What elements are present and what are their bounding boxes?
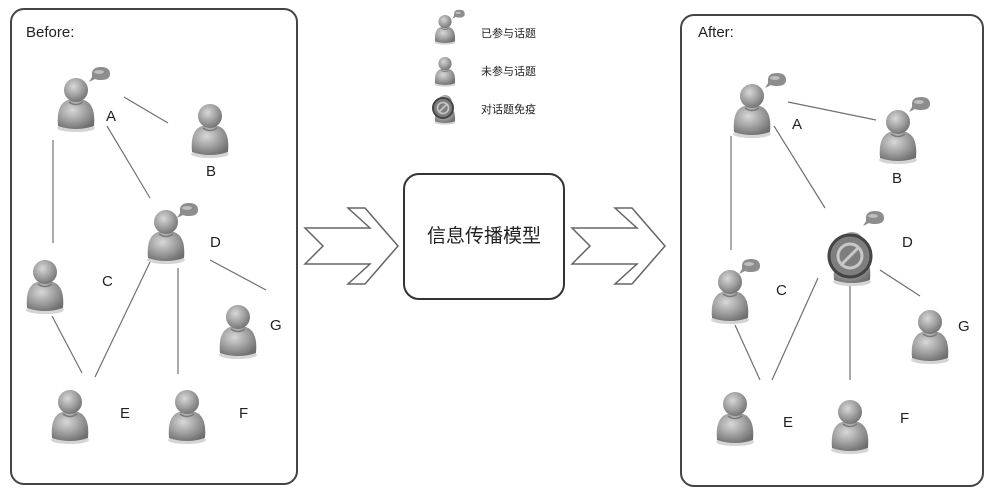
after-label-d: D [902, 234, 913, 251]
speech-bubble-icon [909, 97, 930, 112]
model-box-label: 信息传播模型 [426, 225, 541, 247]
after-node-d [827, 211, 884, 287]
after-node-g [910, 309, 950, 365]
after-node-b [878, 97, 930, 165]
model-box: 信息传播模型 [403, 173, 565, 300]
before-label-g: G [270, 317, 282, 334]
speech-bubble-icon [863, 211, 884, 226]
after-label-g: G [958, 318, 970, 335]
legend-icon-immune [432, 94, 456, 126]
person-icon [167, 389, 207, 445]
person-icon [910, 309, 950, 365]
arrow-left [303, 207, 399, 285]
after-node-f [830, 399, 870, 455]
before-label-e: E [120, 405, 131, 422]
edge-before-d-e [94, 261, 151, 378]
before-label-c: C [102, 273, 113, 290]
person-icon [190, 103, 230, 159]
person-icon [218, 304, 258, 360]
before-node-g [218, 304, 258, 360]
person-icon [50, 389, 90, 445]
person-icon [830, 399, 870, 455]
before-title: Before: [26, 24, 75, 41]
speech-bubble-icon [89, 67, 110, 82]
after-title: After: [698, 24, 734, 41]
after-label-a: A [792, 116, 803, 133]
before-label-a: A [106, 108, 117, 125]
after-label-e: E [783, 414, 794, 431]
after-label-b: B [892, 170, 903, 187]
after-node-c [710, 259, 760, 325]
person-icon [715, 391, 755, 447]
edge-before-a-d [106, 125, 151, 199]
person-icon [56, 77, 96, 133]
legend-text-immune: 对话题免疫 [481, 104, 536, 116]
speech-bubble-icon [739, 259, 760, 274]
before-node-f [167, 389, 207, 445]
edge-after-a-b [787, 101, 877, 121]
edge-after-c-e [734, 324, 761, 381]
person-icon [710, 269, 750, 325]
before-node-a [56, 67, 110, 133]
person-icon [146, 209, 186, 265]
before-node-b [190, 103, 230, 159]
arrow-right [570, 207, 666, 285]
after-node-a [732, 73, 786, 139]
immune-no-icon [827, 233, 873, 279]
after-edges [730, 101, 921, 381]
after-label-f: F [900, 410, 910, 427]
person-icon [732, 83, 772, 139]
before-label-b: B [206, 163, 217, 180]
after-label-c: C [776, 282, 787, 299]
edge-after-d-g [879, 269, 921, 297]
edge-before-d-g [209, 259, 267, 291]
speech-bubble-icon [765, 73, 786, 88]
edge-after-d-e [771, 277, 819, 381]
before-node-e [50, 389, 90, 445]
person-icon [878, 109, 918, 165]
after-node-e [715, 391, 755, 447]
edge-after-a-d [773, 125, 826, 209]
person-icon [25, 259, 65, 315]
before-edges [51, 96, 267, 378]
before-label-f: F [239, 405, 249, 422]
legend-text-not-participated: 未参与话题 [481, 66, 536, 78]
legend-icon-not-participated [434, 56, 456, 88]
before-node-c [25, 259, 65, 315]
legend-text-participated: 已参与话题 [481, 28, 536, 40]
speech-bubble-icon [177, 203, 198, 218]
edge-before-c-e [51, 315, 83, 374]
before-node-d [146, 203, 198, 265]
edge-before-a-b [123, 96, 169, 124]
before-label-d: D [210, 234, 221, 251]
legend-icon-participated [434, 9, 465, 46]
